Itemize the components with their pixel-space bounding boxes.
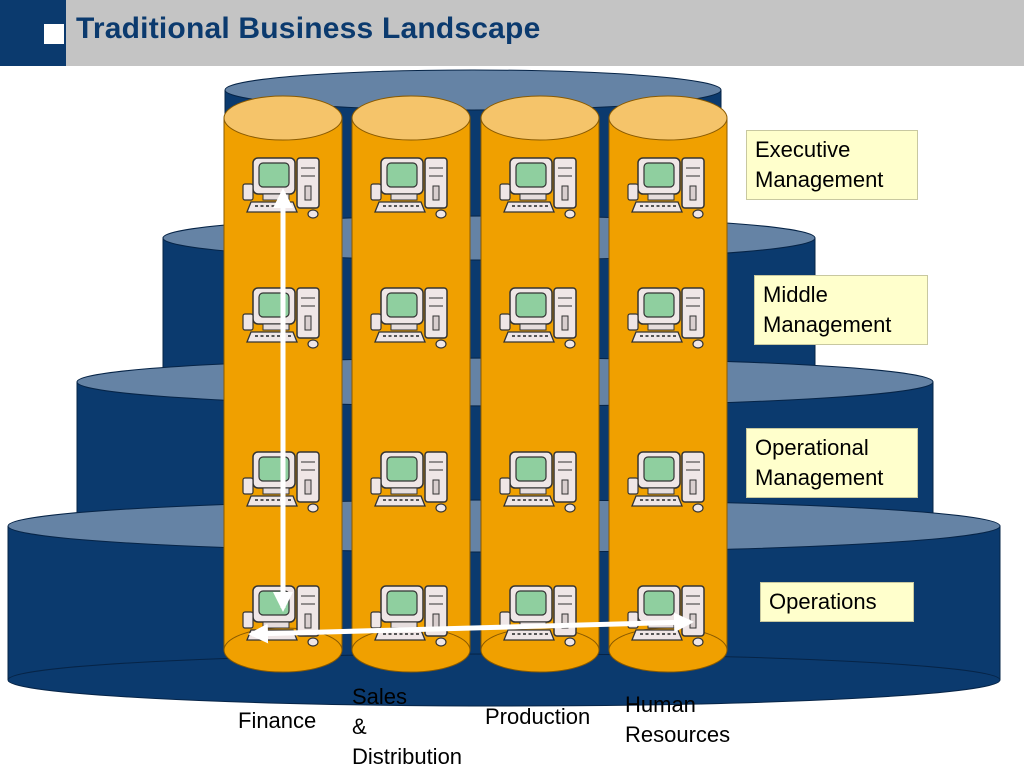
computer-workstation-icon-sales-operational [370, 451, 448, 513]
computer-workstation-icon-sales-middle [370, 287, 448, 349]
dept-label-hr-line-2: Resources [625, 722, 731, 747]
horizontal-double-arrow-icon [248, 612, 694, 644]
title-bullet-square [44, 24, 64, 44]
level-label-executive-line-2: Management [755, 167, 884, 192]
dept-label-production: Production [485, 702, 590, 732]
dept-label-sales-line-3: Distribution [352, 744, 463, 769]
level-label-middle: Middle Management [754, 275, 928, 345]
level-label-operational: Operational Management [746, 428, 918, 498]
level-label-executive-line-1: Executive [755, 137, 851, 162]
header-bar [66, 0, 1024, 66]
computer-workstation-icon-production-executive [499, 157, 577, 219]
dept-label-sales-line-1: Sales [352, 684, 408, 709]
dept-label-finance: Finance [238, 706, 316, 736]
page-title: Traditional Business Landscape [76, 12, 541, 45]
computer-workstation-icon-hr-middle [627, 287, 705, 349]
dept-label-hr-line-1: Human [625, 692, 696, 717]
level-label-middle-line-2: Management [763, 312, 892, 337]
computer-workstation-icon-sales-executive [370, 157, 448, 219]
dept-label-finance-line-1: Finance [238, 708, 317, 733]
dept-label-sales: Sales & Distribution [352, 682, 462, 772]
level-label-executive: Executive Management [746, 130, 918, 200]
level-label-operations: Operations [760, 582, 914, 622]
computer-workstation-icon-production-middle [499, 287, 577, 349]
level-label-operational-line-1: Operational [755, 435, 869, 460]
dept-label-hr: Human Resources [625, 690, 730, 750]
level-label-operations-line-1: Operations [769, 589, 877, 614]
computer-workstation-icon-hr-operational [627, 451, 705, 513]
dept-label-sales-line-2: & [352, 714, 367, 739]
level-label-operational-line-2: Management [755, 465, 884, 490]
dept-label-production-line-1: Production [485, 704, 591, 729]
computer-workstation-icon-production-operational [499, 451, 577, 513]
computer-workstation-icon-hr-executive [627, 157, 705, 219]
computer-workstation-icon-finance-executive [242, 157, 320, 219]
level-label-middle-line-1: Middle [763, 282, 828, 307]
